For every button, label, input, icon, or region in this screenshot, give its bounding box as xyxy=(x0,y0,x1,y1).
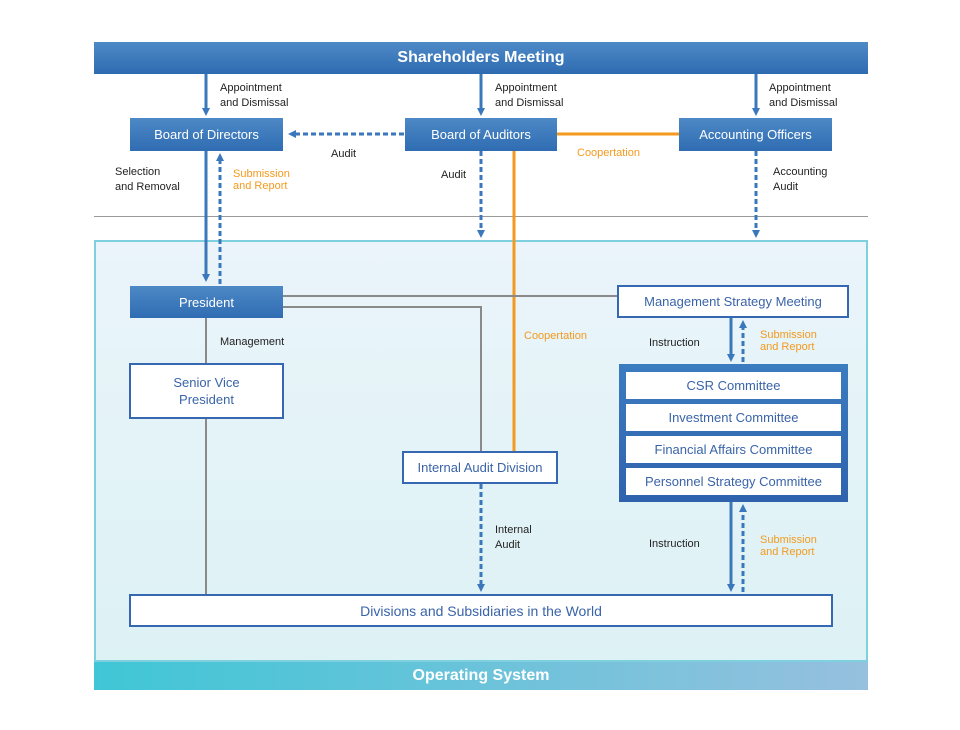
board-of-auditors-box: Board of Auditors xyxy=(405,118,557,151)
audit-label-directors: Audit xyxy=(331,148,357,160)
internal-audit-label: Internal Audit xyxy=(495,524,532,551)
appointment-dismissal-label-1: Appointment and Dismissal xyxy=(220,82,289,109)
internal-audit-division-box: Internal Audit Division xyxy=(402,451,558,484)
instruction-label-1: Instruction xyxy=(649,337,700,349)
submission-report-label-2: Submission and Report xyxy=(760,329,817,353)
senior-vice-president-box: Senior Vice President xyxy=(129,363,284,419)
committee-csr: CSR Committee xyxy=(626,372,841,399)
cooperation-label-mid: Coopertation xyxy=(524,330,587,342)
committee-financial-affairs: Financial Affairs Committee xyxy=(626,436,841,463)
accounting-audit-label: Accounting Audit xyxy=(773,166,828,193)
shareholders-meeting-bar: Shareholders Meeting xyxy=(94,42,868,74)
audit-label-down: Audit xyxy=(441,169,467,181)
committee-investment: Investment Committee xyxy=(626,404,841,431)
divisions-subsidiaries-box: Divisions and Subsidiaries in the World xyxy=(129,594,833,627)
operating-system-bar: Operating System xyxy=(94,662,868,690)
committees-block: CSR Committee Investment Committee Finan… xyxy=(619,364,848,502)
committee-personnel-strategy: Personnel Strategy Committee xyxy=(626,468,841,495)
submission-report-label-1: Submission and Report xyxy=(233,168,290,192)
management-label: Management xyxy=(220,336,285,348)
management-strategy-meeting-box: Management Strategy Meeting xyxy=(617,285,849,318)
president-box: President xyxy=(130,286,283,318)
submission-report-label-3: Submission and Report xyxy=(760,534,817,558)
cooperation-label-top: Coopertation xyxy=(577,147,640,159)
board-of-directors-box: Board of Directors xyxy=(130,118,283,151)
accounting-officers-box: Accounting Officers xyxy=(679,118,832,151)
appointment-dismissal-label-2: Appointment and Dismissal xyxy=(495,82,564,109)
instruction-label-2: Instruction xyxy=(649,538,700,550)
appointment-dismissal-label-3: Appointment and Dismissal xyxy=(769,82,838,109)
selection-removal-label: Selection and Removal xyxy=(115,166,180,193)
